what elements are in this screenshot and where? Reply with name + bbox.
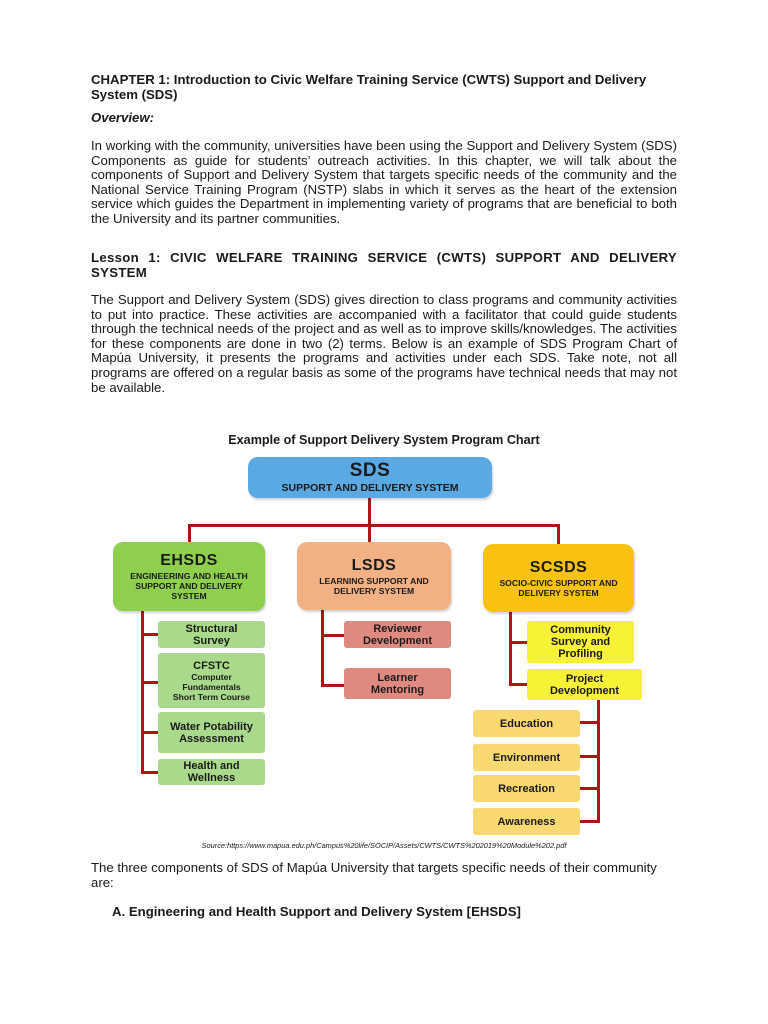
item-label: Recreation [498, 782, 555, 795]
connector-line [597, 699, 600, 823]
lsds-title: LSDS [351, 556, 397, 574]
connector-line [557, 524, 560, 544]
sds-root-subtitle: SUPPORT AND DELIVERY SYSTEM [281, 482, 459, 494]
connector-line [141, 681, 159, 684]
connector-line [321, 684, 345, 687]
connector-line [188, 524, 191, 544]
sds-root-title: SDS [349, 460, 391, 481]
scsds-sub-awareness: Awareness [473, 808, 580, 835]
scsds-sub-environment: Environment [473, 744, 580, 771]
lsds-item-reviewer-development: Reviewer Development [344, 621, 451, 648]
scsds-box: SCSDS SOCIO-CIVIC SUPPORT AND DELIVERY S… [483, 544, 634, 612]
item-label: Awareness [497, 815, 556, 828]
section-a-heading: A. Engineering and Health Support and De… [112, 904, 521, 919]
sds-paragraph: The Support and Delivery System (SDS) gi… [91, 292, 677, 395]
connector-line [188, 524, 560, 527]
ehsds-item-health-wellness: Health and Wellness [158, 759, 265, 785]
item-label: Education [499, 717, 554, 730]
ehsds-subtitle: ENGINEERING AND HEALTH SUPPORT AND DELIV… [130, 571, 248, 601]
item-label: Project Development [549, 672, 620, 697]
item-label: Structural Survey [185, 622, 238, 647]
item-label: Community Survey and Profiling [550, 624, 611, 660]
scsds-sub-education: Education [473, 710, 580, 737]
item-label: Learner Mentoring [370, 671, 425, 696]
connector-line [580, 755, 600, 758]
connector-line [580, 721, 600, 724]
connector-line [509, 641, 527, 644]
lesson-heading: Lesson 1: CIVIC WELFARE TRAINING SERVICE… [91, 250, 677, 280]
connector-line [141, 771, 159, 774]
lsds-box: LSDS LEARNING SUPPORT AND DELIVERY SYSTE… [297, 542, 451, 610]
intro-paragraph: In working with the community, universit… [91, 138, 677, 226]
lsds-subtitle: LEARNING SUPPORT AND DELIVERY SYSTEM [319, 575, 429, 596]
chart-title: Example of Support Delivery System Progr… [228, 433, 540, 447]
scsds-item-community-survey: Community Survey and Profiling [527, 621, 634, 663]
connector-line [580, 787, 600, 790]
connector-line [509, 683, 527, 686]
three-components-paragraph: The three components of SDS of Mapúa Uni… [91, 860, 657, 890]
lsds-item-learner-mentoring: Learner Mentoring [344, 668, 451, 699]
ehsds-title: EHSDS [160, 552, 218, 569]
scsds-title: SCSDS [529, 558, 588, 576]
ehsds-item-cfstc: CFSTC Computer Fundamentals Short Term C… [158, 653, 265, 708]
source-citation: Source:https://www.mapua.edu.ph/Campus%2… [201, 841, 567, 850]
ehsds-item-structural-survey: Structural Survey [158, 621, 265, 648]
item-sublabel: Computer Fundamentals Short Term Course [172, 671, 251, 702]
scsds-item-project-development: Project Development [527, 669, 642, 700]
ehsds-item-water-potability: Water Potability Assessment [158, 712, 265, 753]
connector-line [321, 634, 345, 637]
connector-line [141, 633, 159, 636]
overview-heading: Overview: [91, 110, 155, 125]
scsds-subtitle: SOCIO-CIVIC SUPPORT AND DELIVERY SYSTEM [499, 577, 618, 598]
item-label: Health and Wellness [183, 760, 240, 784]
item-label: CFSTC [193, 659, 230, 672]
sds-root-box: SDS SUPPORT AND DELIVERY SYSTEM [248, 457, 492, 498]
connector-line [580, 820, 600, 823]
connector-line [141, 610, 144, 774]
item-label: Water Potability Assessment [170, 720, 253, 745]
item-label: Reviewer Development [362, 622, 433, 647]
connector-line [141, 731, 159, 734]
connector-line [509, 612, 512, 686]
connector-line [368, 497, 371, 526]
item-label: Environment [492, 751, 561, 764]
connector-line [321, 610, 324, 686]
scsds-sub-recreation: Recreation [473, 775, 580, 802]
chapter-title: CHAPTER 1: Introduction to Civic Welfare… [91, 72, 647, 102]
connector-line [368, 524, 371, 544]
ehsds-box: EHSDS ENGINEERING AND HEALTH SUPPORT AND… [113, 542, 265, 611]
